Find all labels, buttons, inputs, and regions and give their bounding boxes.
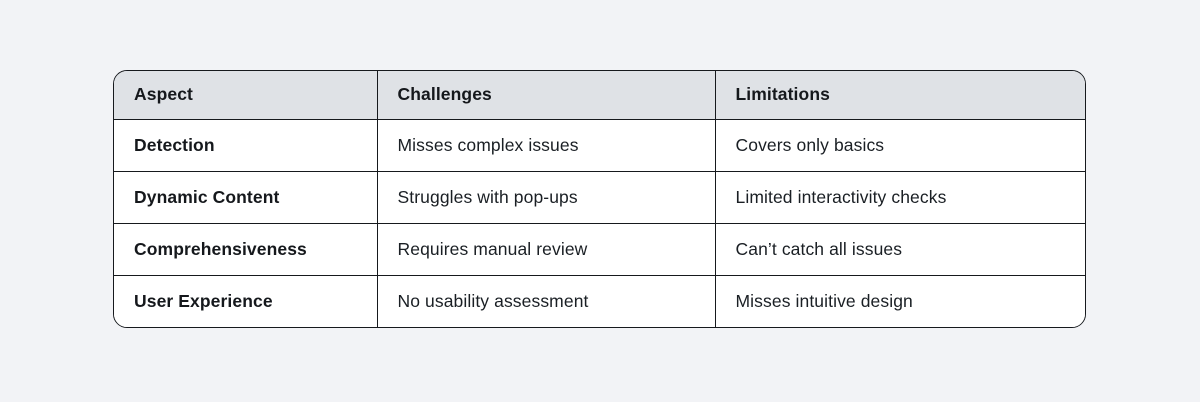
table-row: User Experience No usability assessment … bbox=[114, 275, 1085, 327]
comparison-table-frame: Aspect Challenges Limitations Detection … bbox=[113, 70, 1086, 328]
challenges-cell: No usability assessment bbox=[377, 275, 716, 327]
aspect-cell: Comprehensiveness bbox=[114, 223, 378, 276]
limitations-cell: Can’t catch all issues bbox=[715, 223, 1085, 276]
aspect-cell: Detection bbox=[114, 119, 378, 172]
limitations-cell: Misses intuitive design bbox=[735, 290, 913, 311]
table-row: Detection Misses complex issues Covers o… bbox=[114, 119, 1085, 172]
limitations-cell: Limited interactivity checks bbox=[715, 171, 1085, 224]
table-row: Comprehensiveness Requires manual review… bbox=[114, 223, 1085, 276]
aspect-cell: Dynamic Content bbox=[114, 171, 378, 224]
column-header-challenges: Challenges bbox=[377, 71, 716, 120]
table-header-row: Aspect Challenges Limitations bbox=[114, 71, 1085, 120]
limitations-cell: Covers only basics bbox=[715, 119, 1085, 172]
challenges-cell: Requires manual review bbox=[377, 223, 716, 276]
table-row: Dynamic Content Struggles with pop-ups L… bbox=[114, 171, 1085, 224]
comparison-table: Aspect Challenges Limitations Detection … bbox=[114, 71, 1085, 327]
challenges-cell: Struggles with pop-ups bbox=[377, 171, 716, 224]
aspect-cell: User Experience bbox=[114, 275, 378, 327]
column-header-aspect: Aspect bbox=[114, 71, 378, 120]
column-header-limitations: Limitations bbox=[715, 71, 1085, 120]
challenges-cell: Misses complex issues bbox=[377, 119, 716, 172]
